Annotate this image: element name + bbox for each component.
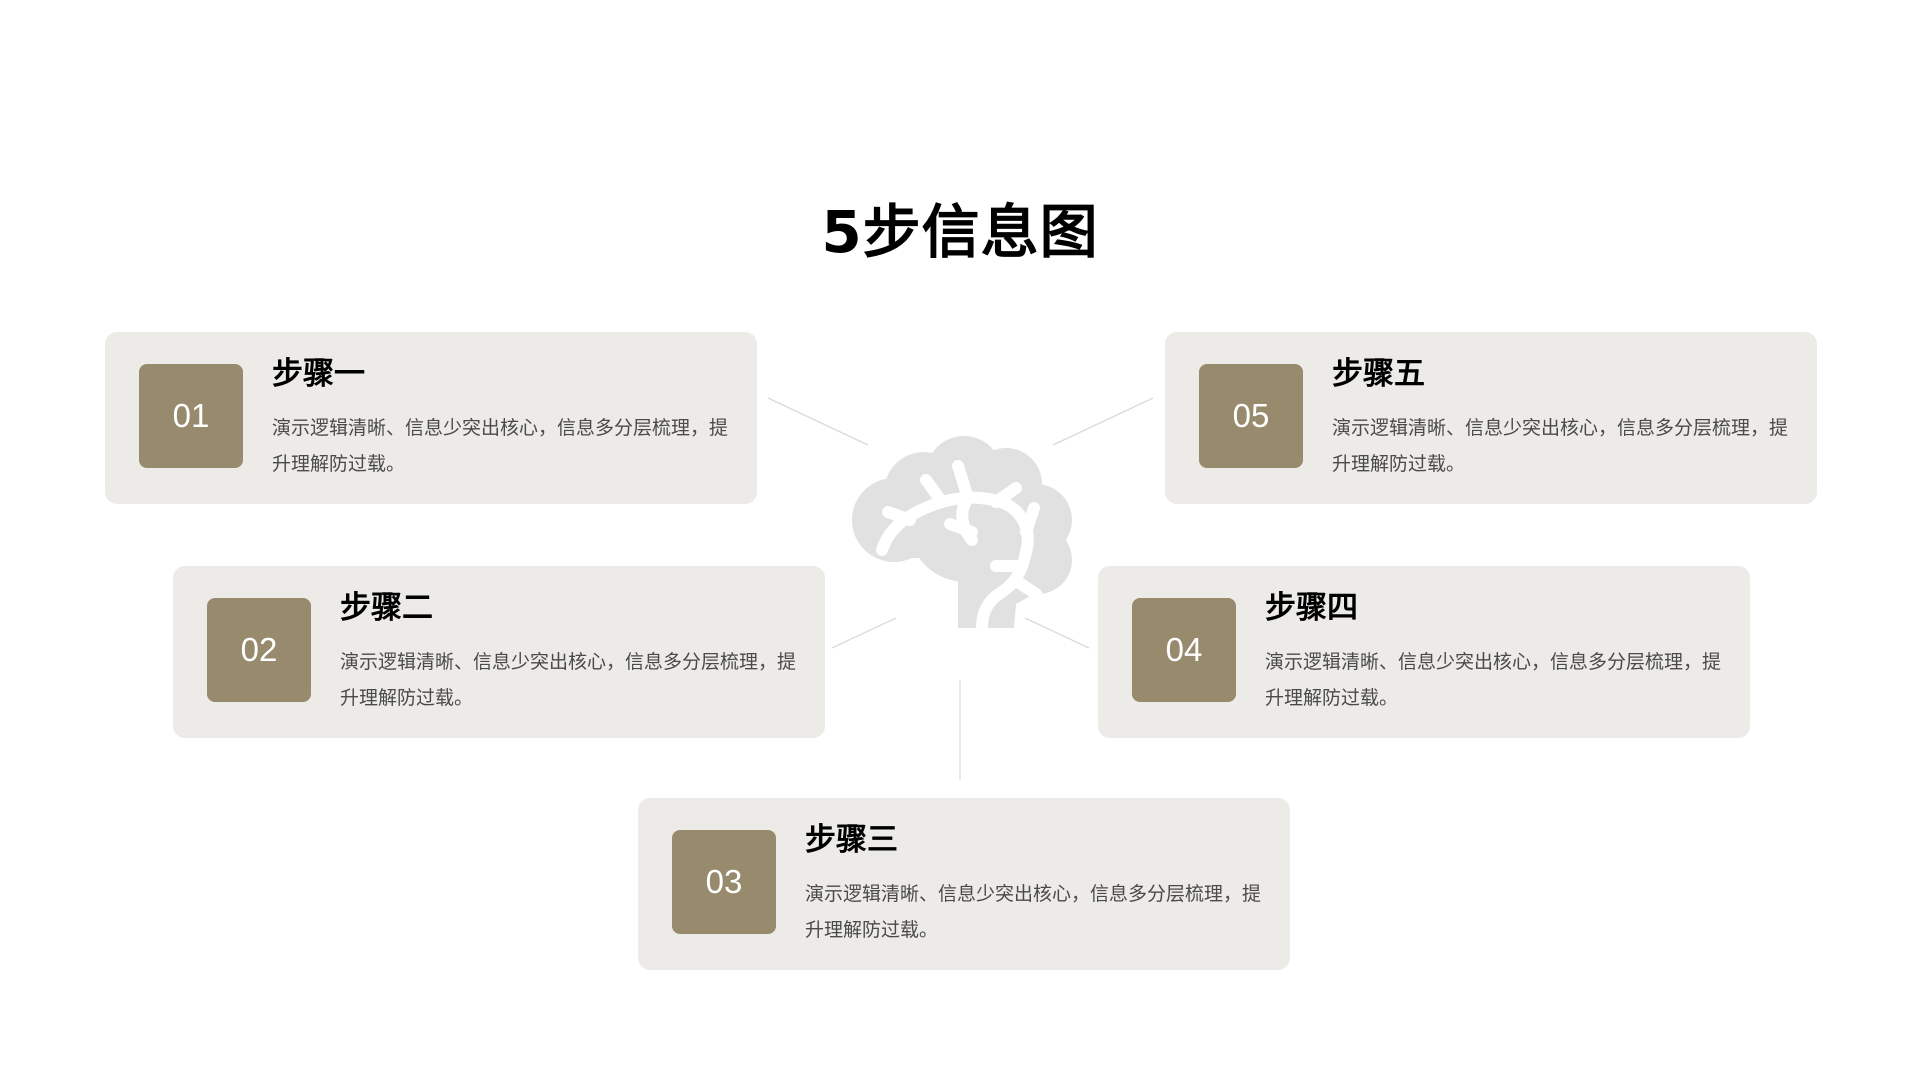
step-card-2: 02 步骤二 演示逻辑清晰、信息少突出核心，信息多分层梳理，提升理解防过载。 — [173, 566, 825, 738]
step-description: 演示逻辑清晰、信息少突出核心，信息多分层梳理，提升理解防过载。 — [1332, 417, 1789, 475]
step-number-badge: 04 — [1132, 598, 1236, 702]
step-number-badge: 02 — [207, 598, 311, 702]
step-heading: 步骤二 — [340, 590, 433, 626]
connector-step-1 — [767, 397, 869, 446]
connector-step-4 — [1024, 617, 1090, 649]
step-heading: 步骤五 — [1332, 356, 1425, 392]
connector-step-5 — [1052, 397, 1154, 446]
step-description: 演示逻辑清晰、信息少突出核心，信息多分层梳理，提升理解防过载。 — [340, 651, 797, 709]
step-number-badge: 01 — [139, 364, 243, 468]
step-heading: 步骤四 — [1265, 590, 1358, 626]
brain-icon — [852, 436, 1072, 628]
page-title: 5步信息图 — [821, 198, 1099, 266]
step-card-4: 04 步骤四 演示逻辑清晰、信息少突出核心，信息多分层梳理，提升理解防过载。 — [1098, 566, 1750, 738]
step-card-3: 03 步骤三 演示逻辑清晰、信息少突出核心，信息多分层梳理，提升理解防过载。 — [638, 798, 1290, 970]
step-number-badge: 05 — [1199, 364, 1303, 468]
step-heading: 步骤三 — [805, 822, 898, 858]
connector-step-2 — [831, 617, 897, 649]
step-description: 演示逻辑清晰、信息少突出核心，信息多分层梳理，提升理解防过载。 — [805, 883, 1262, 941]
step-description: 演示逻辑清晰、信息少突出核心，信息多分层梳理，提升理解防过载。 — [1265, 651, 1722, 709]
step-card-5: 05 步骤五 演示逻辑清晰、信息少突出核心，信息多分层梳理，提升理解防过载。 — [1165, 332, 1817, 504]
step-heading: 步骤一 — [272, 356, 365, 392]
step-description: 演示逻辑清晰、信息少突出核心，信息多分层梳理，提升理解防过载。 — [272, 417, 729, 475]
step-card-1: 01 步骤一 演示逻辑清晰、信息少突出核心，信息多分层梳理，提升理解防过载。 — [105, 332, 757, 504]
step-number-badge: 03 — [672, 830, 776, 934]
